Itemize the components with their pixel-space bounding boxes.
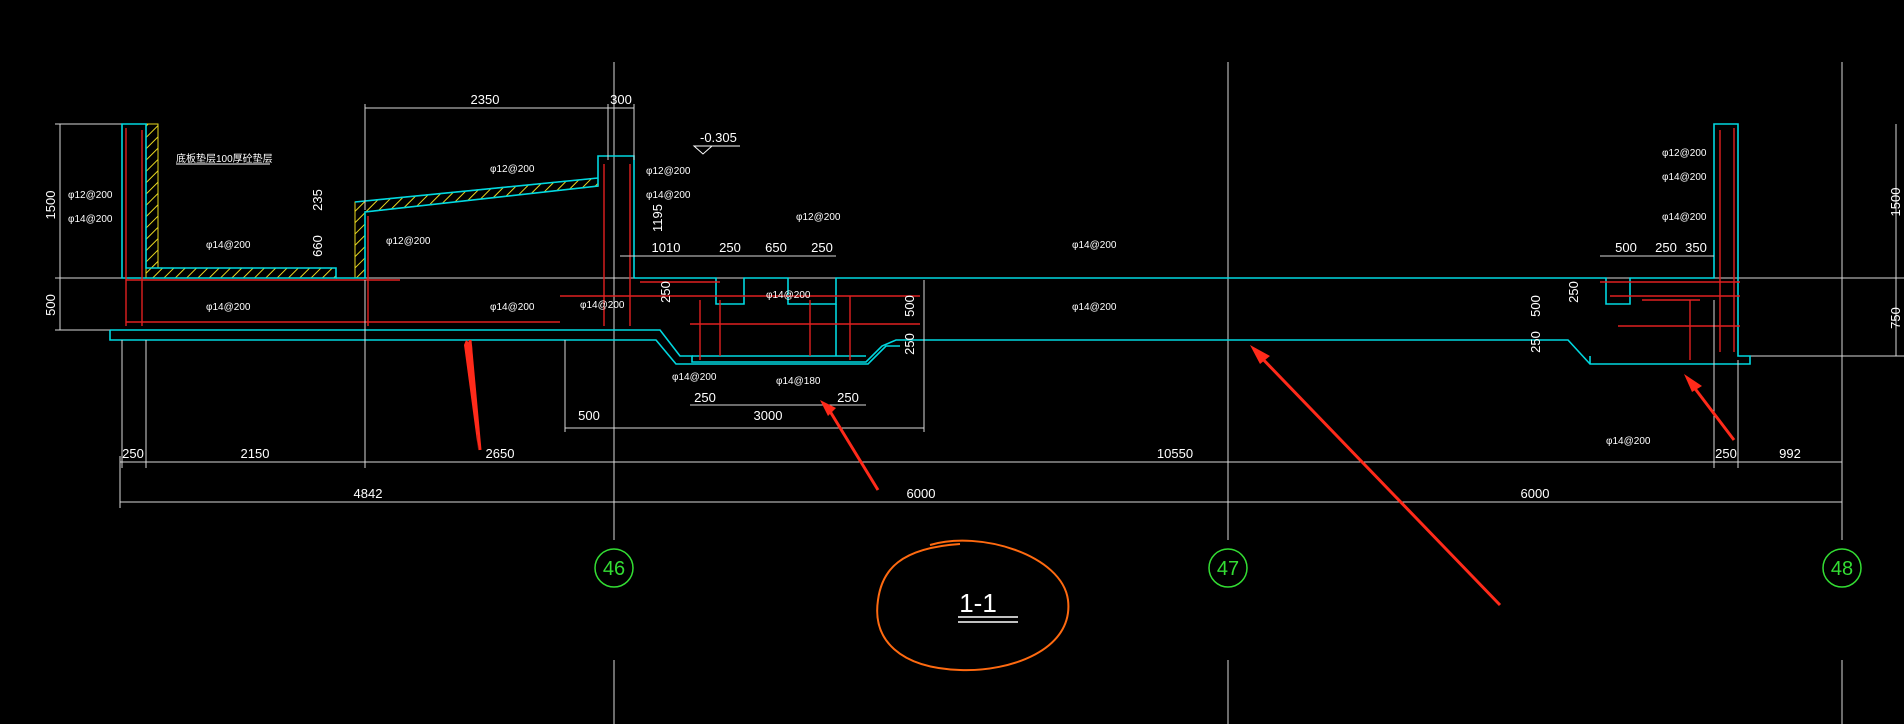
- note-text: 底板垫层100厚砼垫层: [176, 152, 273, 165]
- right-vdim-1500: 1500: [1888, 188, 1903, 217]
- dim-1010: 1010: [652, 240, 681, 255]
- rebar-label-14: φ14@200: [1072, 302, 1117, 313]
- dim-250-d: 250: [902, 333, 917, 355]
- dim-250-j: 250: [1715, 446, 1737, 461]
- rebar-label-16: φ14@180: [776, 376, 821, 387]
- axis-gridlines: [613, 62, 1843, 724]
- dim-500-c: 500: [1615, 240, 1637, 255]
- rebar-labels: φ12@200 φ14@200 φ14@200 φ14@200 φ12@200 …: [68, 148, 1707, 447]
- small-dimensions: 235 660 1195 1010 250 650 250 250 500 25…: [310, 189, 1737, 461]
- rebar-label-11: φ14@200: [766, 290, 811, 301]
- dim-660: 660: [310, 235, 325, 257]
- dim-250-a: 250: [719, 240, 741, 255]
- annotation-arrow-3: [1254, 350, 1502, 607]
- rebar-label-6: φ12@200: [490, 164, 535, 175]
- right-vdim-750: 750: [1888, 307, 1903, 329]
- rebar-label-4: φ14@200: [206, 302, 251, 313]
- elevation-label: -0.305: [700, 130, 737, 145]
- dim-250-i: 250: [837, 390, 859, 405]
- axis-48-label: 48: [1831, 558, 1853, 580]
- rebar-label-19: φ14@200: [1662, 172, 1707, 183]
- rebar-label-3: φ14@200: [206, 240, 251, 251]
- rebar-label-15: φ14@200: [672, 372, 717, 383]
- elevation-marker: -0.305: [692, 130, 740, 155]
- rebar-label-2: φ14@200: [68, 214, 113, 225]
- bottom-dimension-row-1: 250 2150 2650 10550 992: [122, 446, 1801, 461]
- section-title: 1-1: [959, 588, 997, 618]
- dim-500-a: 500: [902, 295, 917, 317]
- dim-250-h: 250: [694, 390, 716, 405]
- dim-350: 350: [1685, 240, 1707, 255]
- rebar-label-13: φ14@200: [1072, 240, 1117, 251]
- rebar-label-9: φ12@200: [646, 166, 691, 177]
- dim-500-d: 500: [578, 408, 600, 423]
- dim-500-b: 500: [1528, 295, 1543, 317]
- rebar-label-12: φ12@200: [796, 212, 841, 223]
- dim-250-c: 250: [658, 281, 673, 303]
- bottom-dim-250: 250: [122, 446, 144, 461]
- rebar-label-8: φ14@200: [580, 300, 625, 311]
- dim-650: 650: [765, 240, 787, 255]
- rebar-label-18: φ12@200: [1662, 148, 1707, 159]
- bottom-dim-2650: 2650: [486, 446, 515, 461]
- dim-1195: 1195: [650, 204, 665, 232]
- annotation-overlay: [464, 339, 1736, 672]
- top-dim-2350: 2350: [471, 92, 500, 107]
- axis-47-marker[interactable]: [1208, 548, 1248, 588]
- dim-250-f: 250: [1655, 240, 1677, 255]
- dim-250-b: 250: [811, 240, 833, 255]
- annotation-arrow-4: [1688, 381, 1736, 441]
- rebar-label-21: φ14@200: [1606, 436, 1651, 447]
- top-dim-300: 300: [610, 92, 632, 107]
- bottom-dim-6000-a: 6000: [907, 486, 936, 501]
- bottom-dim-992: 992: [1779, 446, 1801, 461]
- dim-250-g: 250: [1566, 281, 1581, 303]
- dim-235: 235: [310, 189, 325, 211]
- axis-47-label: 47: [1217, 558, 1239, 580]
- bottom-dim-2150: 2150: [241, 446, 270, 461]
- bottom-dim-6000-b: 6000: [1521, 486, 1550, 501]
- bottom-dim-4842: 4842: [354, 486, 383, 501]
- axis-46-label: 46: [603, 558, 625, 580]
- structure-outline: [109, 123, 1751, 365]
- bottom-dim-10550: 10550: [1157, 446, 1193, 461]
- axis-48-marker[interactable]: [1822, 548, 1862, 588]
- section-title-group: 1-1: [958, 588, 1018, 623]
- rebar-label-7: φ14@200: [490, 302, 535, 313]
- rebar-label-1: φ12@200: [68, 190, 113, 201]
- rebar-label-20: φ14@200: [1662, 212, 1707, 223]
- dimension-lines: [59, 104, 1897, 508]
- annotation-circle: [876, 539, 1070, 672]
- axis-46-marker[interactable]: [594, 548, 634, 588]
- dim-250-e: 250: [1528, 331, 1543, 353]
- rebar-lines: [125, 128, 1740, 360]
- axis-markers: 46 47 48: [594, 548, 1862, 588]
- rebar-label-10: φ14@200: [646, 190, 691, 201]
- annotation-arrow-2: [826, 407, 880, 491]
- left-vdim-500: 500: [43, 294, 58, 316]
- dim-3000: 3000: [754, 408, 783, 423]
- left-vdim-1500: 1500: [43, 191, 58, 220]
- bottom-dimension-row-2: 4842 6000 6000: [354, 486, 1550, 501]
- annotation-arrow-1: [464, 340, 478, 449]
- rebar-label-5: φ12@200: [386, 236, 431, 247]
